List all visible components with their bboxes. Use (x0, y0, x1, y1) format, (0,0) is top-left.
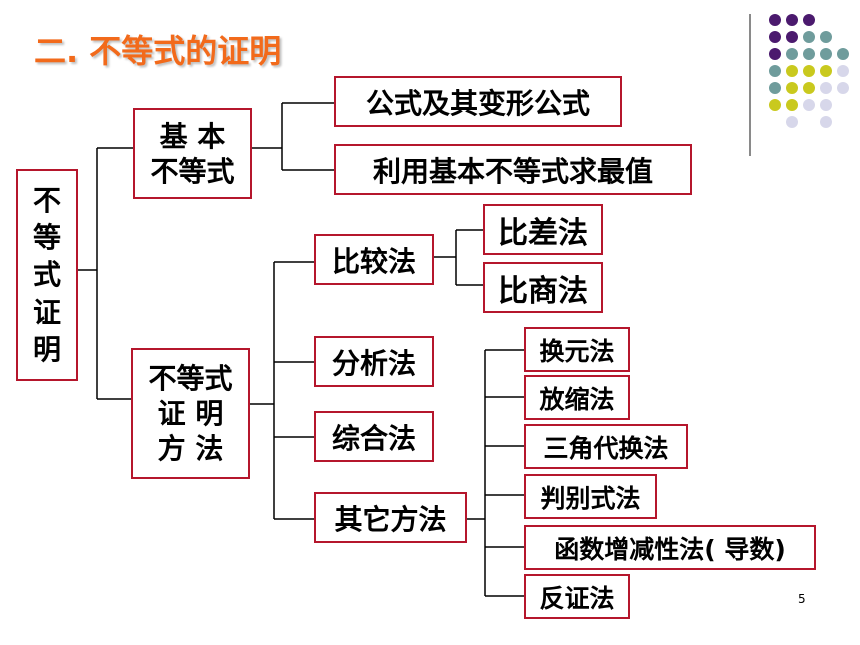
decorative-dot (837, 82, 849, 94)
decorative-dot (786, 14, 798, 26)
root-label: 不 等 式 证 明 (32, 183, 61, 366)
decorative-dot (786, 65, 798, 77)
scaling-method-label: 放缩法 (539, 384, 615, 414)
difference-method-label: 比差法 (498, 215, 588, 251)
decorative-dot (769, 31, 781, 43)
decorative-dot (820, 31, 832, 43)
decorative-dot (837, 48, 849, 60)
find-extremum-label: 利用基本不等式求最值 (372, 154, 653, 188)
decorative-dot (786, 31, 798, 43)
decorative-dot (769, 99, 781, 111)
discriminant-method-label: 判别式法 (540, 483, 641, 513)
basic-inequality-label: 基 本 不等式 (150, 119, 235, 188)
decorative-dot (769, 48, 781, 60)
difference-method-node: 比差法 (483, 204, 603, 255)
decorative-dot (820, 48, 832, 60)
comparison-method-label: 比较法 (331, 244, 416, 278)
decorative-dot (786, 99, 798, 111)
decorative-dot (786, 48, 798, 60)
decorative-dot (786, 116, 798, 128)
contradiction-method-node: 反证法 (524, 574, 630, 619)
root-node: 不 等 式 证 明 (16, 169, 78, 381)
decorative-divider (749, 14, 751, 156)
synthesis-method-node: 综合法 (314, 411, 434, 462)
proof-methods-label: 不等式 证 明 方 法 (148, 362, 233, 465)
monotonicity-method-label: 函数增减性法( 导数) (554, 534, 786, 564)
trig-substitution-node: 三角代换法 (524, 424, 688, 469)
page-number: 5 (798, 592, 806, 606)
decorative-dot (803, 65, 815, 77)
comparison-method-node: 比较法 (314, 234, 434, 285)
substitution-method-node: 换元法 (524, 327, 630, 372)
decorative-dot (820, 116, 832, 128)
discriminant-method-node: 判别式法 (524, 474, 657, 519)
quotient-method-node: 比商法 (483, 262, 603, 313)
decorative-dot (837, 65, 849, 77)
decorative-dot (803, 48, 815, 60)
other-methods-node: 其它方法 (314, 492, 467, 543)
decorative-dot (803, 82, 815, 94)
proof-methods-node: 不等式 证 明 方 法 (131, 348, 250, 479)
synthesis-method-label: 综合法 (331, 421, 416, 455)
formula-variants-node: 公式及其变形公式 (334, 76, 622, 127)
decorative-dot (820, 82, 832, 94)
basic-inequality-node: 基 本 不等式 (133, 108, 252, 199)
decorative-dot (769, 14, 781, 26)
trig-substitution-label: 三角代换法 (543, 433, 669, 463)
decorative-dot (769, 82, 781, 94)
decorative-dot (769, 65, 781, 77)
slide-title: 二. 不等式的证明 (34, 32, 282, 70)
decorative-dot (803, 31, 815, 43)
decorative-dot (786, 82, 798, 94)
quotient-method-label: 比商法 (498, 273, 588, 309)
formula-variants-label: 公式及其变形公式 (365, 86, 590, 120)
decorative-dot (820, 65, 832, 77)
analysis-method-node: 分析法 (314, 336, 434, 387)
find-extremum-node: 利用基本不等式求最值 (334, 144, 692, 195)
other-methods-label: 其它方法 (334, 502, 447, 536)
substitution-method-label: 换元法 (539, 336, 615, 366)
analysis-method-label: 分析法 (331, 346, 416, 380)
contradiction-method-label: 反证法 (539, 583, 615, 613)
decorative-dot (803, 14, 815, 26)
scaling-method-node: 放缩法 (524, 375, 630, 420)
monotonicity-method-node: 函数增减性法( 导数) (524, 525, 816, 570)
decorative-dot (820, 99, 832, 111)
decorative-dot (803, 99, 815, 111)
